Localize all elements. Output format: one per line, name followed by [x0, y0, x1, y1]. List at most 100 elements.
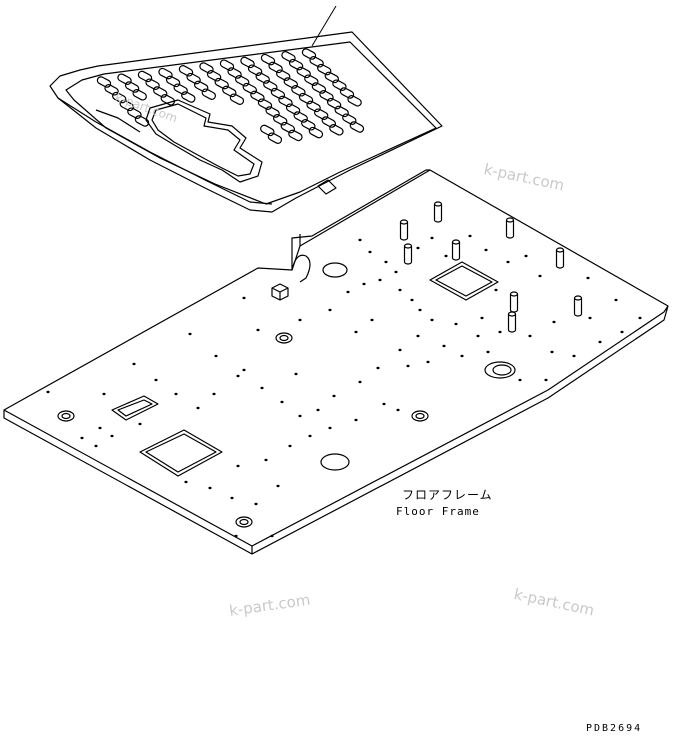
- bolt-hole: [498, 330, 502, 334]
- bolt-hole: [444, 254, 448, 258]
- stud-side: [509, 294, 519, 310]
- drawing-code: PDB2694: [586, 723, 643, 734]
- bolt-hole: [406, 364, 410, 368]
- bolt-hole: [174, 392, 178, 396]
- mat-slot: [186, 72, 201, 85]
- bolt-hole: [316, 408, 320, 412]
- floor-mat-outline: [49, 31, 443, 213]
- floor-frame-oval-hole: [322, 262, 348, 278]
- floor-frame-opening-rear: [429, 261, 499, 301]
- bolt-hole: [430, 236, 434, 240]
- floor-frame-oval-hole: [492, 364, 512, 376]
- bolt-hole: [382, 402, 386, 406]
- mat-slot: [134, 115, 150, 127]
- mat-slot: [199, 62, 214, 74]
- mat-slot: [260, 53, 276, 66]
- mat-slot: [132, 89, 147, 101]
- mat-slot: [306, 100, 321, 113]
- bolt-hole: [308, 434, 312, 438]
- floor-frame-oval-hole: [320, 453, 350, 471]
- stud-side: [399, 222, 409, 238]
- mat-slot: [308, 126, 324, 139]
- mat-slot: [273, 114, 288, 126]
- bolt-hole: [254, 502, 258, 506]
- floor-frame-bolt-holes: [46, 234, 642, 538]
- floor-frame-studs: [399, 201, 583, 333]
- bolt-hole: [460, 354, 464, 358]
- stud-side: [433, 204, 443, 220]
- bolt-hole: [270, 534, 274, 538]
- bolt-hole: [476, 334, 480, 338]
- bolt-hole: [280, 400, 284, 404]
- stud-top: [399, 219, 409, 225]
- bolt-hole: [236, 464, 240, 468]
- mat-slot: [267, 132, 283, 144]
- bolt-hole: [358, 380, 362, 384]
- mat-slot: [227, 67, 242, 79]
- bolt-hole: [454, 322, 458, 326]
- mat-slot: [219, 59, 235, 71]
- floor-frame-thickness-edge: [3, 305, 669, 555]
- stud-top: [403, 243, 413, 249]
- bolt-hole: [572, 354, 576, 358]
- boss-inner: [279, 334, 289, 342]
- mat-slot: [201, 88, 216, 100]
- mat-slot: [173, 83, 188, 95]
- mat-slot: [329, 124, 344, 136]
- bolt-hole: [524, 254, 528, 258]
- mat-slot: [268, 61, 283, 74]
- boss-inner: [239, 518, 249, 526]
- mat-slot: [250, 90, 265, 103]
- bolt-hole: [370, 318, 374, 322]
- floor-frame-slot-small: [111, 395, 159, 421]
- mat-slot: [349, 121, 365, 133]
- mat-slot: [96, 76, 112, 88]
- bolt-hole: [418, 308, 422, 312]
- stud-base: [433, 219, 443, 223]
- bolt-hole: [294, 372, 298, 376]
- mat-slot: [324, 71, 339, 84]
- stud-top: [509, 291, 519, 297]
- mat-slot: [194, 80, 209, 93]
- bolt-hole: [396, 408, 400, 412]
- mat-slot: [160, 94, 175, 106]
- mat-slot: [222, 85, 237, 98]
- stud-side: [505, 220, 515, 236]
- bolt-hole: [358, 238, 362, 242]
- bolt-hole: [416, 246, 420, 250]
- floor-frame-rear-wall: [291, 169, 430, 270]
- mat-slot: [280, 121, 295, 134]
- stud-top: [433, 201, 443, 207]
- bolt-hole: [328, 308, 332, 312]
- boss-inner: [61, 412, 71, 420]
- floor-frame-mounting-bosses: [57, 332, 429, 528]
- mat-slot: [319, 90, 334, 102]
- mat-slot: [291, 85, 306, 97]
- bolt-hole: [264, 458, 268, 462]
- stud-base: [399, 237, 409, 241]
- bolt-hole: [552, 320, 556, 324]
- bolt-hole: [394, 270, 398, 274]
- mat-slot: [339, 87, 355, 99]
- bolt-hole: [506, 260, 510, 264]
- mat-slot: [117, 73, 132, 85]
- bolt-hole: [484, 248, 488, 252]
- bolt-hole: [398, 288, 402, 292]
- bolt-hole: [362, 282, 366, 286]
- part-name-japanese: フロアフレーム: [402, 488, 493, 502]
- bolt-hole: [620, 330, 624, 334]
- mat-slot: [283, 77, 298, 89]
- bolt-hole: [518, 378, 522, 382]
- floor-frame-opening-front: [139, 429, 223, 477]
- bolt-hole: [442, 344, 446, 348]
- mat-slot: [229, 93, 245, 105]
- bolt-hole: [208, 486, 212, 490]
- mat-slot: [347, 95, 362, 107]
- stud-side: [403, 246, 413, 262]
- stud-top: [451, 239, 461, 245]
- bolt-hole: [384, 260, 388, 264]
- bolt-hole: [480, 316, 484, 320]
- stud-top: [573, 295, 583, 301]
